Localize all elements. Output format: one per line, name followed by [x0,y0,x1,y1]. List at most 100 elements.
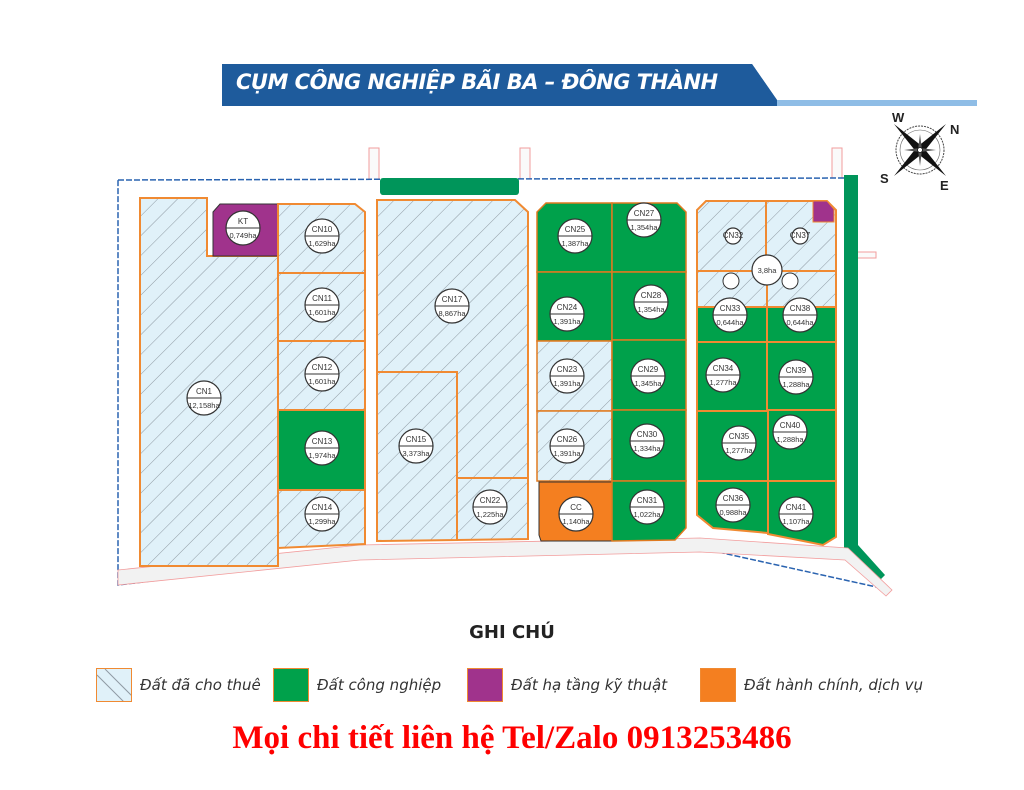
parcel-label-cn41: CN41 1,107ha [778,496,814,532]
svg-text:0,749ha: 0,749ha [229,231,257,240]
parcel-label-kt: KT 0,749ha [225,210,261,246]
green-buffer-north [380,178,519,195]
leased-swatch-icon [96,668,132,702]
parcel-label-cn33-block: 3,8ha [751,254,783,286]
industrial-swatch-icon [273,668,309,702]
svg-text:CC: CC [570,503,582,512]
parcel-cn39 [766,341,837,411]
svg-text:CN26: CN26 [557,435,578,444]
parcel-label-cn27: CN27 1,354ha [626,202,662,238]
legend-label: Đất đã cho thuê [140,676,261,694]
svg-text:1,391ha: 1,391ha [553,379,581,388]
svg-text:CN35: CN35 [729,432,750,441]
svg-text:CN12: CN12 [312,363,333,372]
parcel-label-cn12: CN12 1,601ha [304,356,340,392]
svg-text:CN1: CN1 [196,387,213,396]
svg-text:CN39: CN39 [786,366,807,375]
parcel-label-cn13: CN13 1,974ha [304,430,340,466]
svg-text:1,277ha: 1,277ha [725,446,753,455]
svg-text:CN36: CN36 [723,494,744,503]
svg-text:CN22: CN22 [480,496,501,505]
parcel-labels: CN1 12,158ha KT 0,749ha CN10 1,629haCN111,601… [186,202,818,532]
svg-text:CN13: CN13 [312,437,333,446]
compass-icon: W N S E [880,110,959,193]
parcel-label-cn35: CN35 1,277ha [721,425,757,461]
svg-text:1,022ha: 1,022ha [633,510,661,519]
svg-text:1,601ha: 1,601ha [308,308,336,317]
legend-label: Đất công nghiệp [317,676,442,694]
parcel-label-cn37: CN37 [790,227,811,245]
administrative-swatch-icon [700,668,736,702]
svg-text:CN34: CN34 [713,364,734,373]
parcel-cn28 [611,271,687,341]
svg-text:8,867ha: 8,867ha [438,309,466,318]
contact-info: Mọi chi tiết liên hệ Tel/Zalo 0913253486 [232,720,792,756]
svg-text:1,629ha: 1,629ha [308,239,336,248]
svg-text:CN17: CN17 [442,295,463,304]
legend-label: Đất hạ tầng kỹ thuật [511,676,668,694]
svg-text:CN32: CN32 [723,231,744,240]
svg-text:CN15: CN15 [406,435,427,444]
svg-text:3,373ha: 3,373ha [402,449,430,458]
svg-text:0,644ha: 0,644ha [716,318,744,327]
page-title: CỤM CÔNG NGHIỆP BÃI BA – ĐÔNG THÀNH [236,70,718,94]
svg-text:CN14: CN14 [312,503,333,512]
legend: Đất đã cho thuê Đất công nghiệp Đất hạ t… [0,668,1024,704]
svg-text:1,288ha: 1,288ha [776,435,804,444]
svg-text:CN25: CN25 [565,225,586,234]
svg-text:1,354ha: 1,354ha [630,223,658,232]
legend-title: GHI CHÚ [469,622,555,643]
svg-text:1,354ha: 1,354ha [637,305,665,314]
legend-item-industrial: Đất công nghiệp [273,668,441,702]
compass-south: S [880,171,889,186]
svg-text:CN28: CN28 [641,291,662,300]
svg-text:CN33: CN33 [720,304,741,313]
legend-item-administrative: Đất hành chính, dịch vụ [700,668,923,702]
svg-text:CN31: CN31 [637,496,658,505]
parcel-label-cn32: CN32 [723,227,744,245]
block-b [376,199,529,543]
svg-text:1,107ha: 1,107ha [782,517,810,526]
svg-text:CN10: CN10 [312,225,333,234]
svg-text:1,225ha: 1,225ha [476,510,504,519]
svg-text:1,334ha: 1,334ha [633,444,661,453]
legend-item-infrastructure: Đất hạ tầng kỹ thuật [467,668,667,702]
parcel-label-cc: CC1,140ha [558,496,594,532]
parcel-label-cn17: CN17 8,867ha [434,288,470,324]
svg-text:CN27: CN27 [634,209,655,218]
svg-text:3,8ha: 3,8ha [758,266,778,275]
parcel-label-cn26: CN26 1,391ha [549,428,585,464]
compass-east: E [940,178,949,193]
infrastructure-swatch-icon [467,668,503,702]
svg-text:12,158ha: 12,158ha [188,401,220,410]
site-map: W N S E [117,110,959,597]
parcel-label-cn22: CN22 1,225ha [472,489,508,525]
svg-text:CN38: CN38 [790,304,811,313]
parcel-label-cn10: CN10 1,629ha [304,218,340,254]
parcel-label-cn33-small [722,272,740,290]
parcel-kt2 [812,200,835,223]
svg-text:1,974ha: 1,974ha [308,451,336,460]
svg-text:CN29: CN29 [638,365,659,374]
title-banner [222,64,977,106]
svg-text:1,288ha: 1,288ha [782,380,810,389]
svg-text:CN41: CN41 [786,503,807,512]
svg-text:1,391ha: 1,391ha [553,449,581,458]
svg-text:1,601ha: 1,601ha [308,377,336,386]
parcel-label-cn38-small [781,272,799,290]
svg-text:KT: KT [238,217,248,226]
parcel-label-cn25: CN25 1,387ha [557,218,593,254]
svg-text:1,387ha: 1,387ha [561,239,589,248]
compass-west: W [892,110,905,125]
legend-item-leased: Đất đã cho thuê [96,668,261,702]
svg-text:CN37: CN37 [790,231,811,240]
